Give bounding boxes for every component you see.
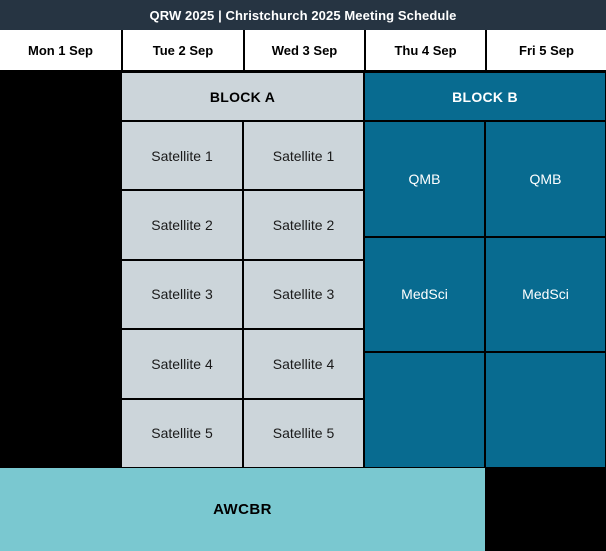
cell-wed-satellite-5: Satellite 5 (243, 398, 364, 468)
cell-wed-satellite-1: Satellite 1 (243, 121, 364, 191)
awcbr-band: AWCBR (0, 468, 485, 551)
cell-tue-satellite-2: Satellite 2 (121, 190, 243, 260)
day-header-thu: Thu 4 Sep (364, 30, 485, 70)
cell-tue-satellite-1: Satellite 1 (121, 121, 243, 191)
cell-fri-empty (485, 352, 606, 468)
day-header-row: Mon 1 Sep Tue 2 Sep Wed 3 Sep Thu 4 Sep … (0, 30, 606, 72)
cell-wed-satellite-3: Satellite 3 (243, 259, 364, 330)
mon-column-block (0, 72, 121, 468)
cell-thu-empty (364, 352, 485, 468)
schedule-title: QRW 2025 | Christchurch 2025 Meeting Sch… (149, 7, 457, 23)
cell-fri-medsci: MedSci (485, 236, 606, 353)
title-bar: QRW 2025 | Christchurch 2025 Meeting Sch… (0, 0, 606, 30)
cell-fri-qmb: QMB (485, 121, 606, 237)
day-header-mon: Mon 1 Sep (27, 42, 93, 58)
cell-thu-medsci: MedSci (364, 236, 485, 353)
cell-thu-qmb: QMB (364, 121, 485, 237)
day-header-tue: Tue 2 Sep (121, 30, 243, 70)
cell-tue-satellite-5: Satellite 5 (121, 398, 243, 468)
awcbr-label: AWCBR (213, 501, 272, 518)
schedule-body: BLOCK A BLOCK B Satellite 1 Satellite 2 … (0, 72, 606, 468)
footer-row: AWCBR (0, 468, 606, 551)
cell-wed-satellite-2: Satellite 2 (243, 190, 364, 260)
cell-wed-satellite-4: Satellite 4 (243, 329, 364, 399)
cell-tue-satellite-3: Satellite 3 (121, 259, 243, 330)
footer-black-spacer (485, 468, 606, 551)
block-b-header: BLOCK B (364, 72, 606, 121)
block-a-header: BLOCK A (121, 72, 364, 121)
day-header-wed: Wed 3 Sep (243, 30, 364, 70)
cell-tue-satellite-4: Satellite 4 (121, 329, 243, 399)
day-header-fri: Fri 5 Sep (485, 30, 606, 70)
